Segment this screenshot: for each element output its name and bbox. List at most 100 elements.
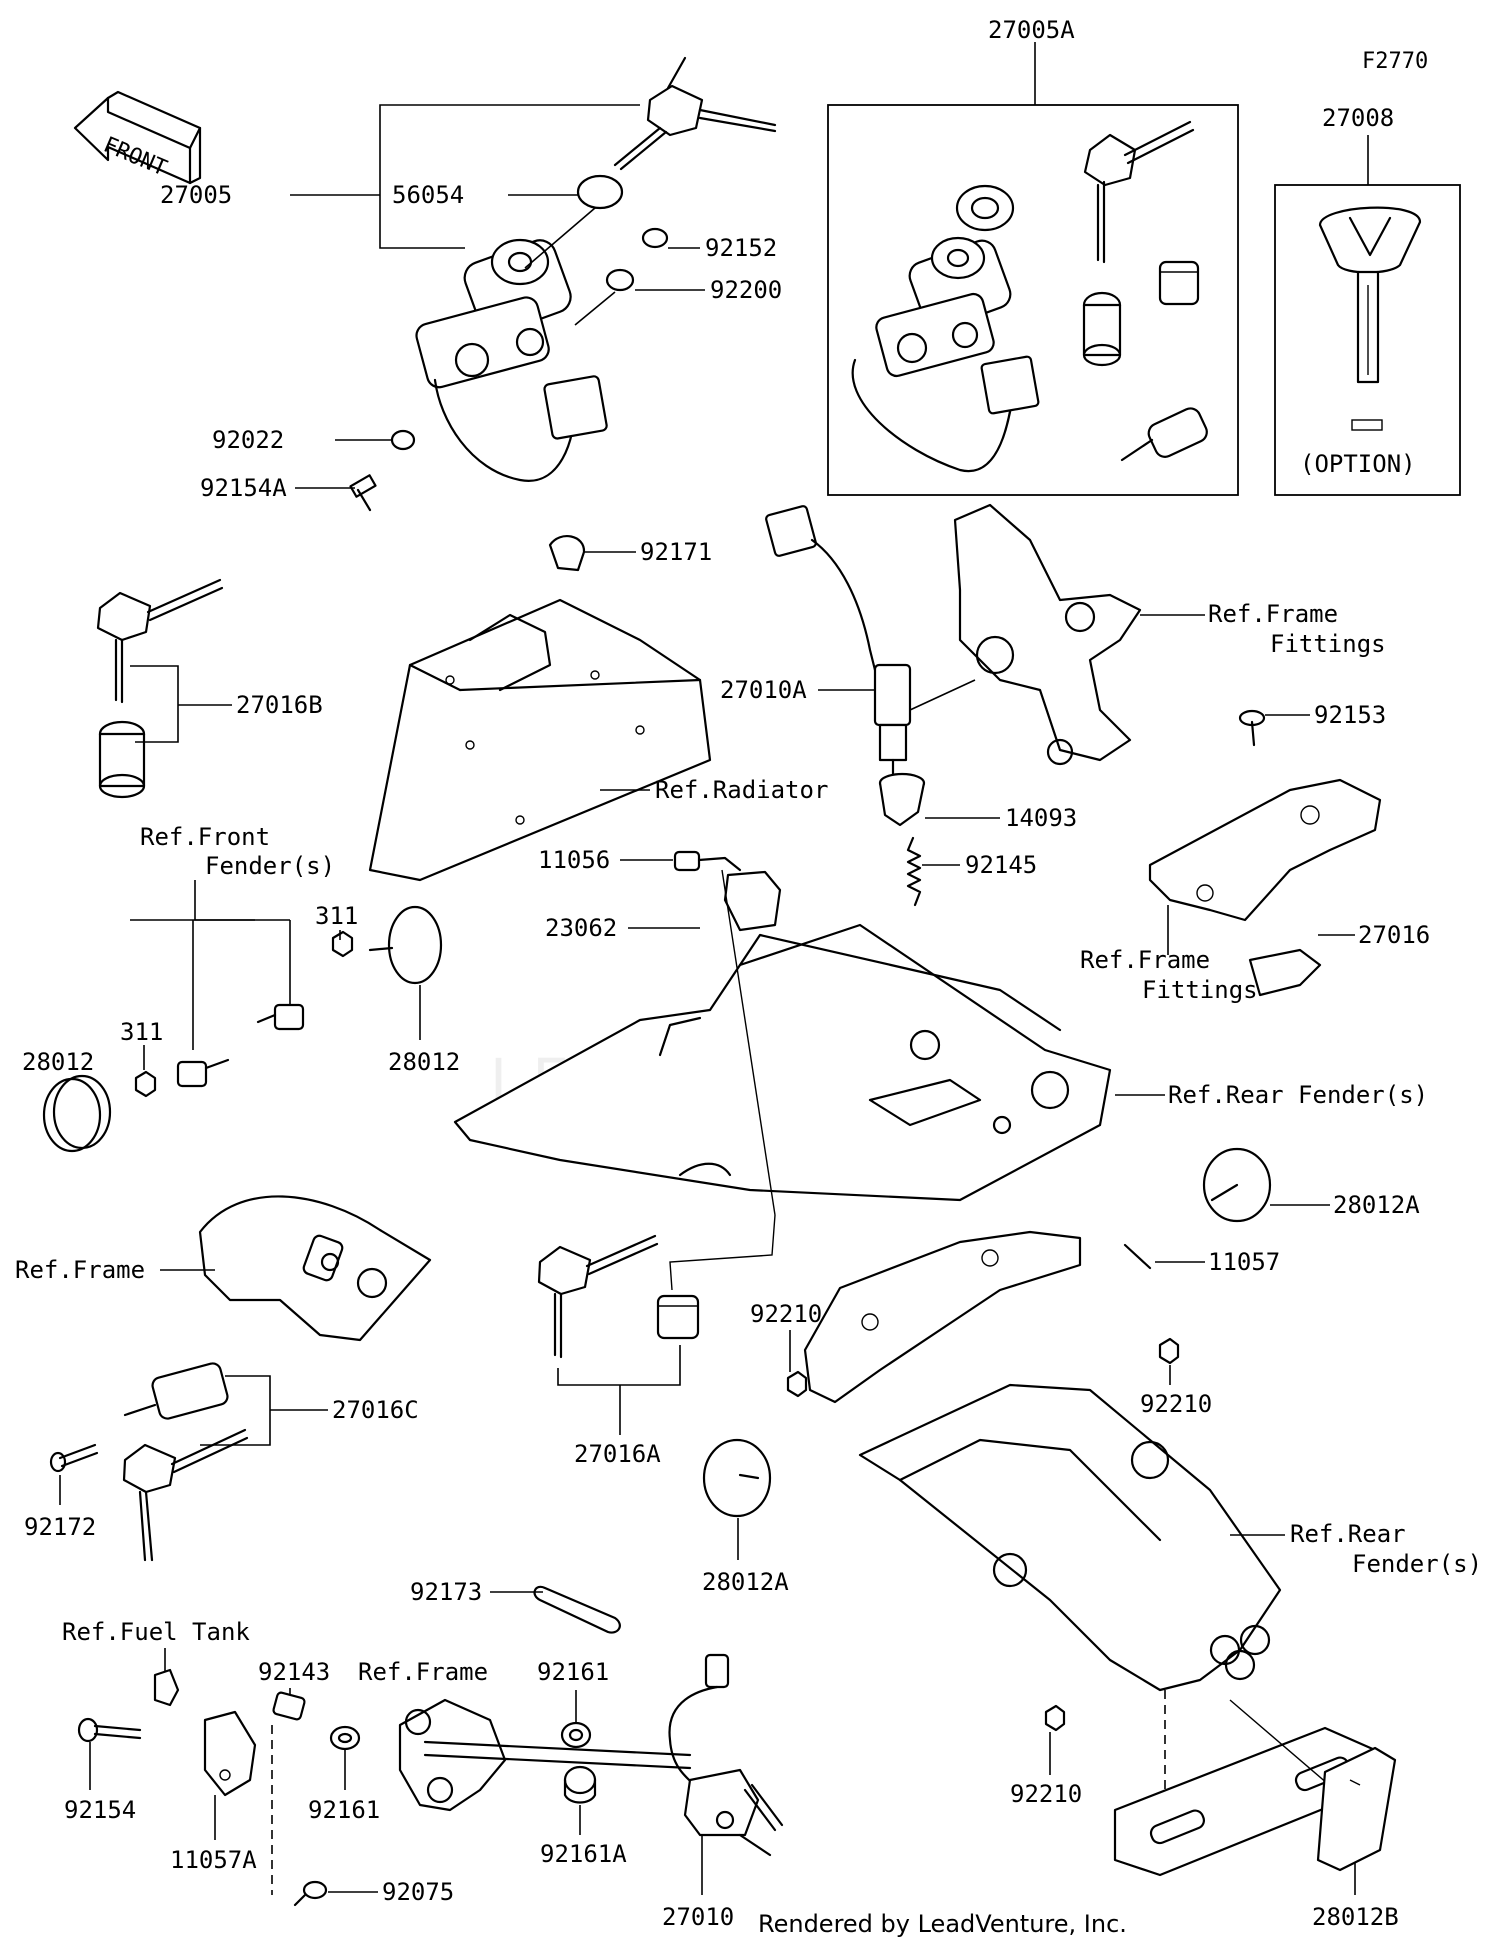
spring-92145 [906,836,922,907]
option-label: (OPTION) [1300,450,1416,478]
frame-fittings-mid-reference-part [1148,778,1382,997]
label-92210-right: 92210 [1140,1390,1212,1418]
label-28012B: 28012B [1312,1903,1399,1931]
label-14093: 14093 [1005,804,1077,832]
lock-set-27016C [122,1362,249,1562]
part-11056 [673,850,742,872]
nut-92210-right [1158,1337,1180,1365]
spacer-right [273,1003,305,1031]
label-27016A: 27016A [574,1440,661,1468]
label-92161-top: 92161 [537,1658,609,1686]
cap-28012A-top [1202,1147,1272,1223]
cap-28012A-bottom [702,1438,772,1518]
nut-311-left [134,1070,157,1098]
bracket-23062 [723,870,782,932]
footer-credit: Rendered by LeadVenture, Inc. [758,1910,1127,1938]
sensor-27010A [765,505,912,777]
label-ref-frame-bottom: Ref.Frame [358,1658,488,1686]
cap-28012-right [368,905,443,985]
label-28012A-bottom: 28012A [702,1568,789,1596]
label-92172: 92172 [24,1513,96,1541]
spacer-left [176,1060,208,1088]
nut-92210-bottom [1044,1704,1066,1732]
strap-92173 [533,1585,621,1634]
label-28012-right: 28012 [388,1048,460,1076]
front-arrow-icon: FRONT [73,90,202,185]
label-27010A: 27010A [720,676,807,704]
label-92152: 92152 [705,234,777,262]
screw-92154A [349,474,377,512]
label-28012A-top: 28012A [1333,1191,1420,1219]
label-27016C: 27016C [332,1396,419,1424]
switch-27010 [668,1653,784,1857]
label-92210-mid: 92210 [750,1300,822,1328]
collar-92143 [272,1691,306,1721]
label-ref-fuel-tank: Ref.Fuel Tank [62,1618,250,1646]
label-56054: 56054 [392,181,464,209]
lock-set-27016A [537,1234,700,1359]
rear-fender-bottom-reference-part [858,1383,1377,1877]
washer-56054 [576,174,624,210]
label-27005: 27005 [160,181,232,209]
label-27016: 27016 [1358,921,1430,949]
label-92200: 92200 [710,276,782,304]
label-ref-front-fender-1: Ref.Front [140,823,270,851]
bolt-92172 [49,1443,99,1473]
bracket-11057A [203,1710,257,1797]
clip-92171 [548,535,586,572]
label-11057A: 11057A [170,1846,257,1874]
ignition-switch-27005 [415,56,777,482]
label-ref-frame-left: Ref.Frame [15,1256,145,1284]
nut-311-top [331,930,354,958]
bolt-92154 [77,1717,142,1743]
label-92145: 92145 [965,851,1037,879]
rear-fender-top-reference-part [453,923,1112,1202]
label-ref-frame-fittings-mid-1: Ref.Frame [1080,946,1210,974]
reflector-28012B [1316,1746,1397,1872]
label-92022: 92022 [212,426,284,454]
grommet-92161-top [560,1721,592,1749]
washer-92152 [641,227,669,249]
label-11056: 11056 [538,846,610,874]
label-ref-rear-fender-bottom-1: Ref.Rear [1290,1520,1406,1548]
label-92075: 92075 [382,1878,454,1906]
kit-27005A-parts [851,120,1208,473]
fuel-tank-clip [153,1668,180,1707]
label-92154: 92154 [64,1796,136,1824]
label-92161A: 92161A [540,1840,627,1868]
label-11057: 11057 [1208,1248,1280,1276]
label-ref-radiator: Ref.Radiator [655,776,828,804]
frame-left-reference-part [198,1195,432,1342]
label-27016B: 27016B [236,691,323,719]
label-92143: 92143 [258,1658,330,1686]
label-ref-frame-fittings-mid-2: Fittings [1142,976,1258,1004]
label-23062: 23062 [545,914,617,942]
lock-set-27016B [96,578,224,799]
figure-code: F2770 [1362,49,1428,74]
label-27008: 27008 [1322,104,1394,132]
radiator-reference-part [368,598,712,882]
screw-92153 [1238,709,1266,747]
label-ref-rear-fender-bottom-2: Fender(s) [1352,1550,1482,1578]
washer-92161-left [329,1725,361,1751]
option-key-27008-icon [1318,206,1422,431]
label-92173: 92173 [410,1578,482,1606]
label-311-top: 311 [315,902,358,930]
screw-92075 [293,1880,328,1907]
label-92161-left: 92161 [308,1796,380,1824]
fitting-14093 [878,772,926,827]
label-ref-front-fender-2: Fender(s) [205,852,335,880]
kit-box-27005A [827,104,1239,496]
frame-fittings-top-reference-part [953,503,1142,766]
label-92153: 92153 [1314,701,1386,729]
label-ref-frame-fittings-top-2: Fittings [1270,630,1386,658]
cap-28012-left [42,1074,112,1153]
label-27005A: 27005A [988,16,1075,44]
label-27010: 27010 [662,1903,734,1931]
label-92154A: 92154A [200,474,287,502]
label-ref-rear-fender-top: Ref.Rear Fender(s) [1168,1081,1428,1109]
grommet-92161A [563,1765,597,1804]
label-311-left: 311 [120,1018,163,1046]
nut-92210-mid [786,1370,808,1398]
bracket-11057 [803,1230,1152,1404]
